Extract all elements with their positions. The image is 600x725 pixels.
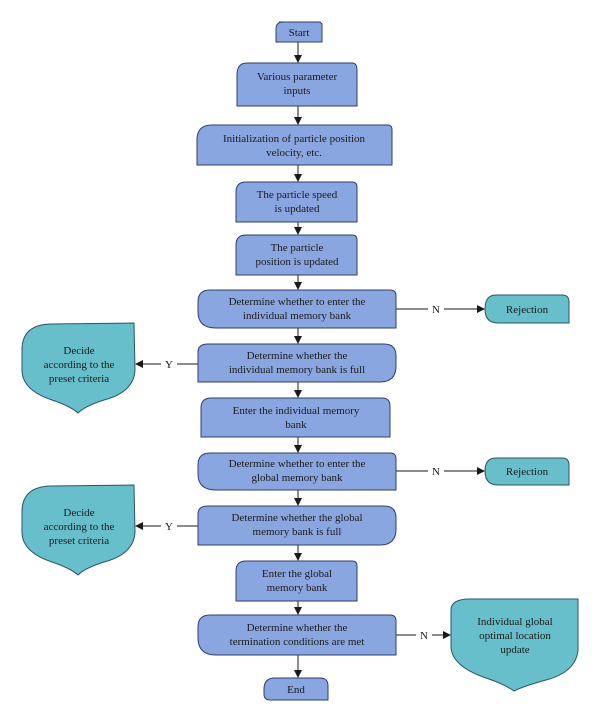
node-decide-1-line-1: Decide [63,345,94,357]
node-q4-line-1: Determine whether the global [231,512,362,524]
edge-label-y2: Y [165,521,173,533]
node-decide-2-line-2: according to the [44,521,115,533]
edge-label-n3: N [420,630,428,642]
node-enter-global-line-1: Enter the global [262,568,332,580]
node-init-line-2: velocity, etc. [266,147,322,159]
side-edges [135,305,485,639]
node-rejection-2: Rejection [484,457,570,486]
node-q4-line-2: memory bank is full [253,526,342,538]
node-q2-line-2: individual memory bank is full [229,364,365,376]
node-end-label: End [287,684,305,696]
node-enter-global-line-2: memory bank [267,582,328,594]
node-end: End [263,677,329,701]
node-rejection-2-label: Rejection [506,466,549,478]
node-termination-question: Determine whether the termination condit… [197,614,397,656]
node-speed-line-2: is updated [275,203,320,215]
node-speed-line-1: The particle speed [257,189,338,201]
node-global-update-line-1: Individual global [477,616,552,628]
node-init: Initialization of particle position velo… [196,124,393,166]
node-individual-full-question: Determine whether the individual memory … [197,343,397,383]
node-rejection-1: Rejection [484,294,570,324]
node-position-line-1: The particle [271,242,324,254]
node-decide-1: Decide according to the preset criteria [21,322,136,414]
node-enter-individual-line-2: bank [285,419,307,431]
edge-label-n1: N [432,304,440,316]
edge-label-y1: Y [165,359,173,371]
node-position: The particle position is updated [235,234,358,276]
node-decide-2-line-1: Decide [63,507,94,519]
node-q3-line-2: global memory bank [251,472,343,484]
node-params: Various parameter inputs [236,62,358,107]
node-q5-line-2: termination conditions are met [230,636,365,648]
node-q1-line-1: Determine whether to enter the [229,296,366,308]
node-global-update: Individual global optimal location updat… [450,598,579,692]
node-speed: The particle speed is updated [235,181,358,223]
node-decide-1-line-2: according to the [44,359,115,371]
node-q2-line-1: Determine whether the [247,350,348,362]
node-params-line-1: Various parameter [257,71,338,83]
node-enter-individual-question: Determine whether to enter the individua… [197,289,397,329]
node-init-line-1: Initialization of particle position [223,133,366,145]
node-start-label: Start [289,27,310,39]
node-enter-global-question: Determine whether to enter the global me… [197,452,397,491]
node-decide-1-line-3: preset criteria [49,373,109,385]
node-global-full-question: Determine whether the global memory bank… [197,505,397,546]
node-decide-2: Decide according to the preset criteria [21,484,136,576]
node-enter-individual-line-1: Enter the individual memory [233,405,360,417]
node-decide-2-line-3: preset criteria [49,535,109,547]
node-global-update-line-2: optimal location [479,630,551,642]
node-q5-line-1: Determine whether the [247,622,348,634]
node-rejection-1-label: Rejection [506,304,549,316]
node-enter-individual: Enter the individual memory bank [200,397,391,438]
node-global-update-line-3: update [500,644,529,656]
node-start: Start [275,21,323,43]
node-params-line-2: inputs [284,85,311,97]
node-q3-line-1: Determine whether to enter the [229,458,366,470]
node-q1-line-2: individual memory bank [243,310,352,322]
edge-label-n2: N [432,466,440,478]
node-enter-global: Enter the global memory bank [235,560,358,602]
node-position-line-2: position is updated [255,256,339,268]
